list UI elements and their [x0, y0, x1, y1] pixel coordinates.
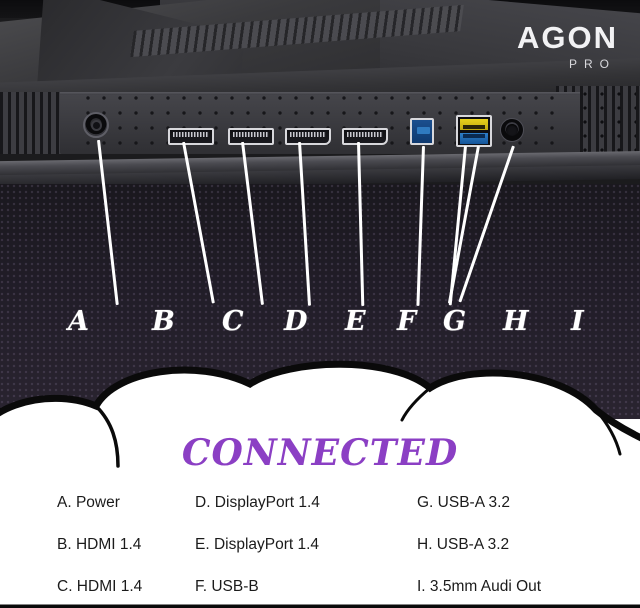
callout-letter-g: G — [443, 306, 467, 337]
power-port[interactable] — [83, 112, 109, 138]
callout-letter-e: E — [345, 306, 366, 337]
legend-table: A. Power D. DisplayPort 1.4 G. USB-A 3.2… — [0, 494, 640, 608]
monitor-rear-photo — [0, 0, 640, 186]
callout-letter-a: A — [68, 306, 89, 337]
cloud-scallop-3 — [594, 408, 622, 456]
callout-letter-i: I — [571, 306, 584, 337]
legend-item-c: C. HDMI 1.4 — [57, 578, 143, 595]
legend-item-a: A. Power — [57, 494, 120, 511]
callout-letter-h: H — [503, 306, 529, 337]
displayport-2[interactable] — [342, 128, 388, 145]
speech-bubble-cloud — [0, 340, 640, 608]
legend-row: B. HDMI 1.4 E. DisplayPort 1.4 H. USB-A … — [0, 536, 640, 578]
callout-letter-d: D — [284, 306, 308, 337]
callout-letter-b: B — [152, 306, 175, 337]
legend-item-h: H. USB-A 3.2 — [417, 536, 510, 553]
hdmi-port-1[interactable] — [168, 128, 214, 145]
usb-a-port-2[interactable] — [460, 133, 488, 144]
usb-a-port-stack[interactable] — [456, 115, 492, 147]
legend-row: A. Power D. DisplayPort 1.4 G. USB-A 3.2 — [0, 494, 640, 536]
legend-row: C. HDMI 1.4 F. USB-B I. 3.5mm Audi Out — [0, 578, 640, 608]
hdmi-port-2[interactable] — [228, 128, 274, 145]
legend-item-e: E. DisplayPort 1.4 — [195, 536, 320, 553]
section-title: CONNECTED — [181, 432, 459, 474]
io-plate-edge — [60, 92, 580, 95]
legend-item-b: B. HDMI 1.4 — [57, 536, 142, 553]
cloud-scallop-1 — [94, 404, 120, 468]
vent-slats-left — [0, 92, 62, 154]
legend-item-f: F. USB-B — [195, 578, 259, 595]
usb-a-port-1[interactable] — [460, 119, 488, 130]
audio-out-port[interactable] — [500, 118, 524, 142]
legend-item-d: D. DisplayPort 1.4 — [195, 494, 320, 511]
displayport-1[interactable] — [285, 128, 331, 145]
brand-sub: PRO — [568, 57, 616, 71]
callout-letter-f: F — [397, 306, 417, 337]
brand-name: AGON — [517, 20, 618, 55]
usb-b-port[interactable] — [410, 118, 434, 145]
cloud-shape-svg — [0, 360, 640, 608]
legend-item-i: I. 3.5mm Audi Out — [417, 578, 542, 595]
callout-letter-c: C — [222, 306, 244, 337]
legend-item-g: G. USB-A 3.2 — [417, 494, 511, 511]
cloud-scallop-2 — [400, 386, 432, 422]
agon-pro-logo: AGON PRO — [517, 22, 618, 71]
